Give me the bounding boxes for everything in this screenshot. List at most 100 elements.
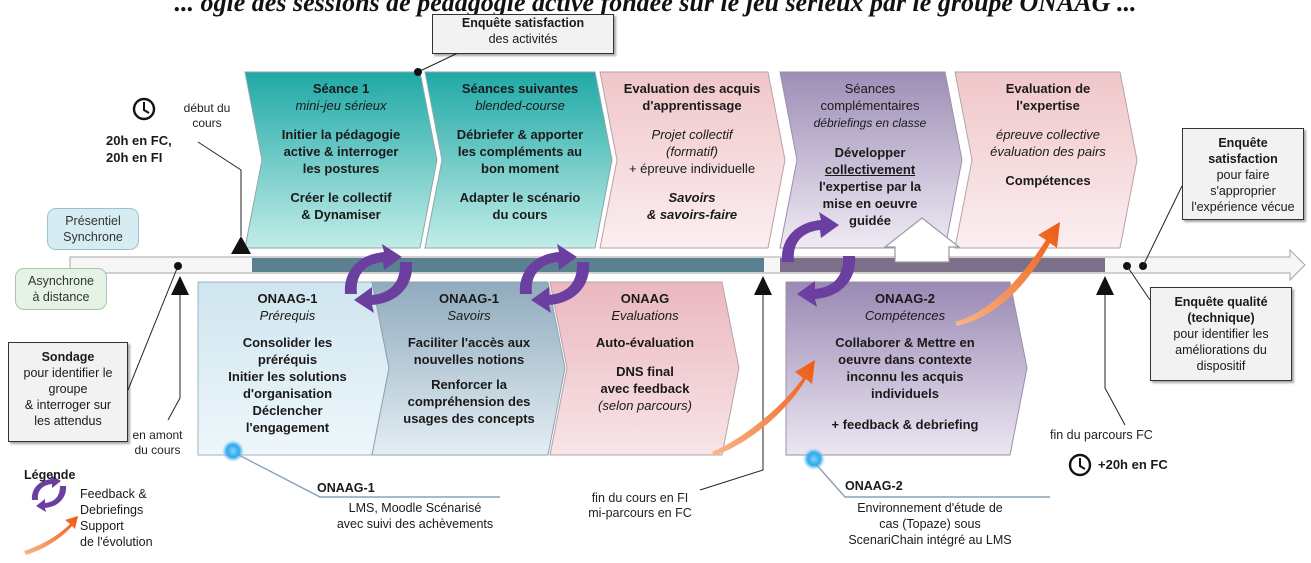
stage-bottom-4-b1: Collaborer & Mettre en [835,335,975,350]
stage-top-3-t2: d'apprentissage [642,98,742,113]
top-survey-box: Enquête satisfaction des activités [432,14,614,54]
survey-right-title2: satisfaction [1208,152,1278,166]
stage-bottom-3: ONAAG Evaluations Auto-évaluation DNS fi… [565,290,725,414]
onaag2-tool: ONAAG-2 Environnement d'étude de cas (To… [825,478,1035,548]
line-top-survey [417,51,461,73]
onaag1-tool-l2: avec suivi des achèvements [336,517,494,531]
start-label: début du cours [172,101,242,131]
stage-top-2-title: Séances suivantes [461,81,579,96]
evolution-arrow-2 [955,222,1060,326]
line-onaag1-tool [232,451,500,498]
stage-top-3-s1: Projet collectif [651,127,733,142]
stage-top-1-b2: active & interroger [283,144,399,159]
quality-right-box: Enquête qualité (technique) pour identif… [1150,287,1292,381]
stage-bottom-2: ONAAG-1 Savoirs Faciliter l'accès aux no… [385,290,553,427]
stage-top-4-b3: l'expertise par la [818,179,922,194]
stage-bottom-3-b1: Auto-évaluation [595,335,695,350]
stage-top-4-b1: Développer [834,145,906,160]
stage-top-3-s3: + épreuve individuelle [628,161,756,176]
stage-bottom-4-sub: Compétences [864,308,946,323]
onaag2-tool-l3: ScenariChain intégré au LMS [848,533,1012,547]
stage-bottom-4-b3: inconnu les acquis [846,369,964,384]
stage-bottom-2-sub: Savoirs [447,308,491,323]
stage-top-4: Séances complémentaires débriefings en c… [790,80,950,229]
stage-top-2-b1: Débriefer & apporter [456,127,584,142]
stage-bottom-2-b2: nouvelles notions [413,352,525,367]
stage-bottom-1-b3: Initier les solutions [228,369,347,384]
stage-top-4-b4: mise en oeuvre [822,196,918,211]
onaag1-tool-title: ONAAG-1 [317,481,375,495]
line-end [1104,295,1126,426]
quality-right-s2: améliorations du [1175,343,1267,357]
stage-top-1-c1: Créer le collectif [290,190,392,205]
line-mid [699,295,764,491]
stage-top-3-c2: & savoirs-faire [646,207,738,222]
survey-right-s3: l'expérience vécue [1191,200,1295,214]
clock-left-l1: 20h en FC, [106,133,172,148]
quality-right-s3: dispositif [1196,359,1246,373]
stage-top-1-b3: les postures [302,161,380,176]
stage-top-2-b2: les compléments au [457,144,583,159]
stage-top-2-b3: bon moment [481,161,559,176]
stage-bottom-1-b6: l'engagement [245,420,330,435]
mode-sync-pill: Présentiel Synchrone [47,208,139,250]
onaag1-marker-icon [222,440,244,462]
legend-fb2: Debriefings [80,503,144,517]
sondage-box: Sondage pour identifier le groupe & inte… [8,342,128,442]
stage-bottom-1-sub: Prérequis [259,308,316,323]
stage-bottom-3-title: ONAAG [620,291,670,306]
survey-right-s1: pour faire [1216,168,1270,182]
stage-top-4-t1: Séances [844,81,896,96]
timeline-segment-1 [252,258,764,272]
legend-feedback-icon [31,475,67,512]
fin-cours-l1: fin du cours en FI [591,491,689,505]
legend-title: Légende [24,468,76,482]
stage-bottom-2-shape [371,281,566,456]
stage-bottom-1-b4: d'organisation [242,386,333,401]
stage-bottom-4: ONAAG-2 Compétences Collaborer & Mettre … [800,290,1010,433]
legend-sp2: de l'évolution [80,535,153,549]
fin-cours-label: fin du cours en FI mi-parcours en FC [570,491,710,521]
fin-cours-l2: mi-parcours en FC [588,506,692,520]
dot-top-survey [414,68,422,76]
dot-amont [174,262,182,270]
clock-left-l2: 20h en FI [106,150,163,165]
survey-right-s2: s'approprier [1210,184,1276,198]
onaag2-marker-icon [803,448,825,470]
stage-top-4-b2: collectivement [824,162,916,177]
timeline-segment-2 [780,258,1105,272]
stage-top-5-s1: épreuve collective [995,127,1101,142]
marker-start [231,236,251,254]
stage-top-1-title: Séance 1 [312,81,370,96]
stage-bottom-4-shape [785,281,1028,456]
fin-parcours-clock-text: +20h en FC [1098,457,1168,472]
stage-top-3: Evaluation des acquis d'apprentissage Pr… [612,80,772,223]
amont-l2: du cours [134,443,181,457]
stage-top-5-shape [954,71,1138,249]
top-survey-title: Enquête satisfaction [461,16,585,30]
clock-icon-end [1068,453,1092,477]
onaag2-tool-l1: Environnement d'étude de [857,501,1003,515]
stage-bottom-1-title: ONAAG-1 [257,291,318,306]
stage-top-3-c1: Savoirs [668,190,716,205]
feedback-arrow-2 [519,244,590,313]
amont-l1: en amont [132,428,183,442]
stage-top-4-sub: débriefings en classe [813,116,927,130]
stage-bottom-4-c1: + feedback & debriefing [831,417,979,432]
stage-bottom-1-b1: Consolider les [242,335,333,350]
stage-bottom-2-title: ONAAG-1 [439,291,499,306]
stage-top-5-s2: évaluation des pairs [990,144,1106,159]
quality-right-s1: pour identifier les [1173,327,1269,341]
stage-top-1-b1: Initier la pédagogie [281,127,401,142]
fin-parcours-label: fin du parcours FC [1050,428,1153,442]
stage-top-2-shape [424,71,613,249]
mode-async-pill: Asynchrone à distance [15,268,107,310]
sondage-s3: & interroger sur [24,398,112,412]
stage-top-3-s2: (formatif) [666,144,718,159]
stage-top-1-sub: mini-jeu sérieux [295,98,387,113]
stage-bottom-4-b4: individuels [871,386,939,401]
stage-top-1: Séance 1 mini-jeu sérieux Initier la péd… [262,80,420,223]
line-amont-sondage [127,265,179,391]
stage-bottom-1-b5: Déclencher [252,403,323,418]
onaag2-tool-title: ONAAG-2 [845,479,903,493]
